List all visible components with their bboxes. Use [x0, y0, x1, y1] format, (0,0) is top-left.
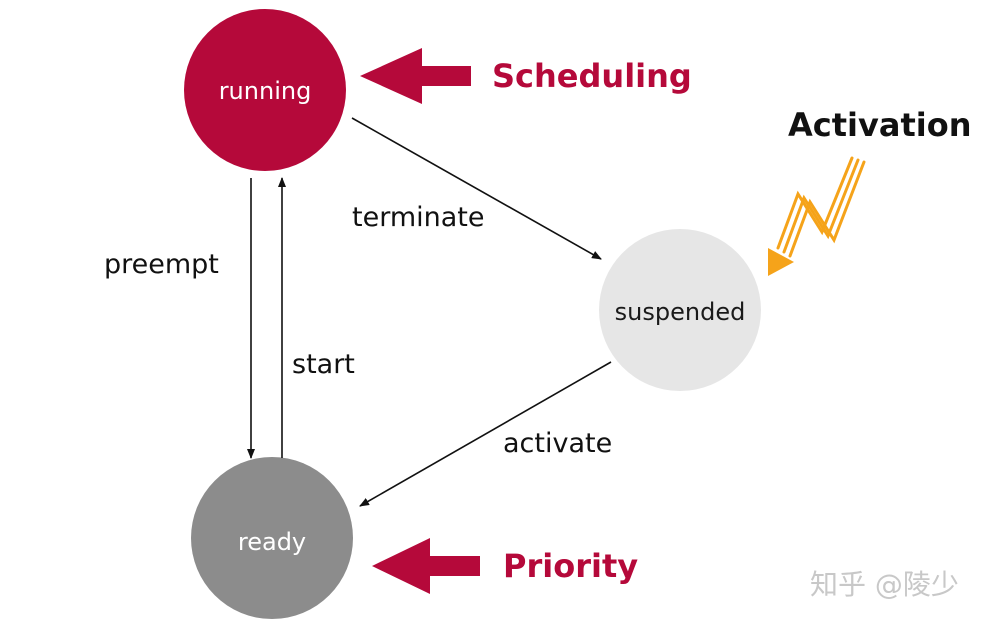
- state-suspended-label: suspended: [615, 298, 746, 326]
- edge-start-label: start: [292, 349, 355, 380]
- state-running-label: running: [219, 77, 312, 105]
- state-running-circle: [184, 9, 346, 171]
- state-ready-circle: [191, 457, 353, 619]
- edge-activate: [359, 361, 612, 507]
- edge-activate-label: activate: [503, 428, 612, 459]
- lightning-bolt-icon: [776, 156, 866, 258]
- state-ready: ready: [191, 457, 353, 619]
- callout-priority-label: Priority: [503, 547, 638, 585]
- scheduling-arrow-icon: [360, 48, 471, 104]
- lightning-bolt-tip-icon: [768, 248, 794, 276]
- edge-terminate-label: terminate: [352, 202, 484, 233]
- callout-priority: Priority: [372, 538, 638, 594]
- callout-scheduling: Scheduling: [360, 48, 692, 104]
- callout-scheduling-label: Scheduling: [492, 57, 692, 95]
- state-ready-label: ready: [238, 528, 306, 556]
- edge-preempt-label: preempt: [104, 249, 219, 280]
- callout-activation: Activation: [768, 106, 971, 276]
- edge-terminate: [351, 117, 602, 260]
- state-suspended-circle: [599, 229, 761, 391]
- state-running: running: [184, 9, 346, 171]
- watermark: 知乎 @陵少: [810, 568, 959, 601]
- callout-activation-label: Activation: [788, 106, 971, 144]
- priority-arrow-icon: [372, 538, 480, 594]
- state-suspended: suspended: [599, 229, 761, 391]
